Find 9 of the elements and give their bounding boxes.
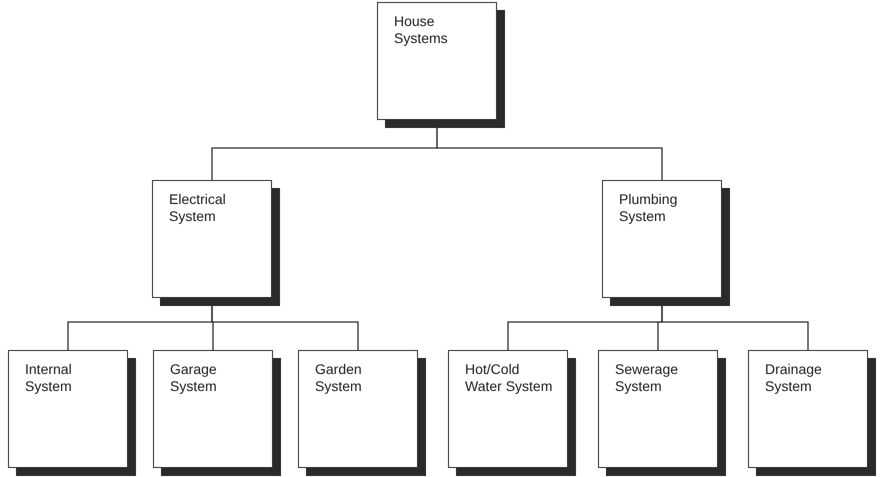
system-label: Hot/Cold Water System — [465, 361, 554, 395]
system-label: Electrical System — [169, 191, 227, 225]
system-label: Sewerage System — [615, 361, 680, 395]
system-label: Garage System — [170, 361, 218, 395]
system-label: Plumbing System — [619, 191, 678, 225]
system-label: Garden System — [315, 361, 363, 395]
system-label: House Systems — [394, 13, 449, 47]
system-label: Internal System — [25, 361, 73, 395]
system-label: Drainage System — [765, 361, 823, 395]
